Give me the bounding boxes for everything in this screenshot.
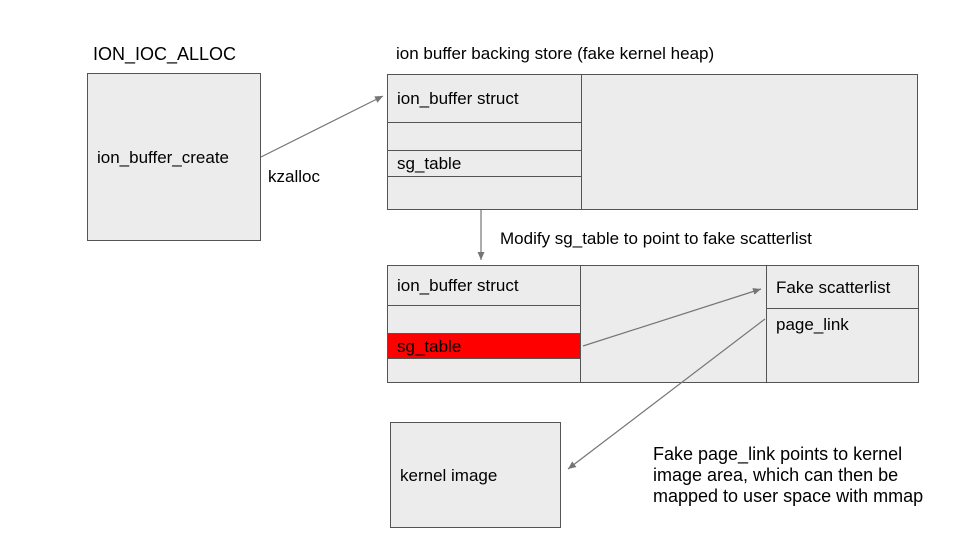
- kzalloc-arrow-label: kzalloc: [268, 167, 320, 186]
- struct2-row-empty2: [387, 358, 581, 383]
- backing-store-title: ion buffer backing store (fake kernel he…: [396, 44, 715, 63]
- struct2-row-empty1: [387, 305, 581, 334]
- struct2-row-sg-table-highlighted: sg_table: [387, 333, 581, 359]
- struct1-row-ion-buffer: ion_buffer struct: [387, 74, 582, 123]
- fake-scatterlist-row: Fake scatterlist: [766, 265, 919, 309]
- struct1-row-sg-table: sg_table: [387, 150, 582, 177]
- ion-buffer-create-box: ion_buffer_create: [87, 73, 261, 241]
- struct2-heap-region: [580, 265, 767, 383]
- struct1-row-empty1: [387, 122, 582, 151]
- struct1-heap-region: [581, 74, 918, 210]
- page-link-caption: Fake page_link points to kernel image ar…: [653, 444, 924, 506]
- struct1-row-empty2: [387, 176, 582, 210]
- page-link-row: page_link: [766, 308, 919, 383]
- arrow-kzalloc: [260, 95, 384, 158]
- struct2-row-ion-buffer: ion_buffer struct: [387, 265, 581, 306]
- syscall-label: ION_IOC_ALLOC: [93, 44, 237, 64]
- kernel-image-box: kernel image: [390, 422, 561, 528]
- modify-sgtable-label: Modify sg_table to point to fake scatter…: [500, 229, 812, 248]
